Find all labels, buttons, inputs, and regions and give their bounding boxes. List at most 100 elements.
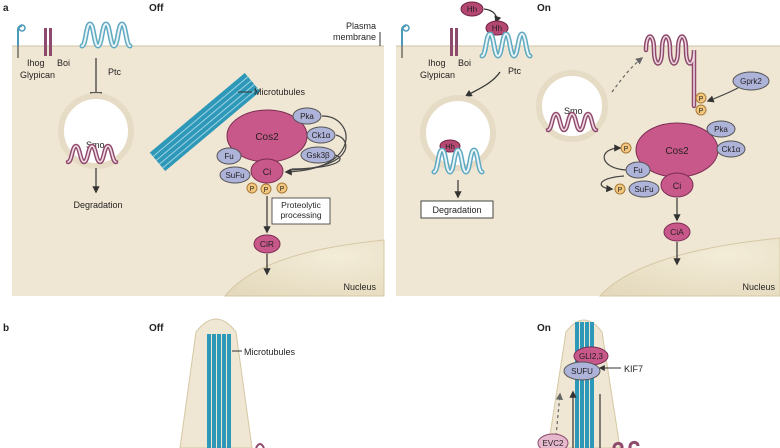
off-pka <box>292 107 322 125</box>
on-pka-label: Pka <box>714 125 728 134</box>
on-sufu-phospho <box>614 183 626 195</box>
on-axoneme-microtubules <box>575 322 594 448</box>
on-ck1 <box>716 140 746 158</box>
on-ci-label: Ci <box>673 181 682 191</box>
on-hh-bound-label: Hh <box>492 24 502 33</box>
off-ci-label: Ci <box>263 167 272 177</box>
on-boi-label: Boi <box>458 58 471 68</box>
kinase-arrow-3 <box>291 154 341 170</box>
off-phospho-1 <box>246 182 258 194</box>
off-nucleus <box>223 239 385 297</box>
on-degradation-box <box>420 200 494 219</box>
on-glypican <box>401 24 410 58</box>
on-nucleus-label: Nucleus <box>742 282 775 292</box>
off-axoneme-microtubules <box>207 334 231 448</box>
on-ihog-label: Ihog <box>428 58 446 68</box>
on-pka <box>706 120 736 138</box>
off-phospho-2-label: P <box>264 187 269 194</box>
off-degradation-label: Degradation <box>73 200 122 210</box>
off-ihog-label: Ihog <box>27 58 45 68</box>
off-cos2-label: Cos2 <box>255 132 279 143</box>
off-phospho-2 <box>260 183 272 195</box>
wrapped-line: membrane <box>333 32 376 42</box>
off-cilium-smo-fragment <box>255 443 265 448</box>
hh-binding-arrow <box>483 8 502 24</box>
off-ck1-label: Ck1α <box>312 131 331 140</box>
on-ptc-label: Ptc <box>508 66 522 76</box>
on-smo-phospho-1-label: P <box>699 96 704 103</box>
off-cir <box>253 234 281 254</box>
on-cos2-phospho-label: P <box>624 146 629 153</box>
on-sufu-phospho-label: P <box>618 187 623 194</box>
on-gli-label: GLI2,3 <box>579 352 604 361</box>
on-fu <box>625 161 651 179</box>
on-extracellular-band <box>396 18 780 46</box>
off-gsk3-label: Gsk3β <box>306 151 330 160</box>
off-ci <box>250 158 284 184</box>
off-sufu-label: SuFu <box>225 171 244 180</box>
off-phospho-1-label: P <box>250 186 255 193</box>
on-hh-ligand-bound <box>485 20 509 36</box>
on-hh-vesicle <box>439 139 461 153</box>
panel-b-on-title: On <box>537 323 551 334</box>
on-ck1-label: Ck1α <box>722 145 741 154</box>
off-fu <box>216 147 242 165</box>
on-ptc-vesicle <box>420 95 496 171</box>
off-sufu <box>219 166 251 184</box>
on-ci <box>660 172 694 198</box>
on-smo-active <box>643 34 697 109</box>
on-smo-vesicle <box>536 70 608 142</box>
off-boi-label: Boi <box>57 58 70 68</box>
on-evc-protein <box>537 433 569 448</box>
on-ihog <box>450 28 458 56</box>
on-fu-label: Fu <box>633 166 642 175</box>
proteolytic-processing-box <box>271 197 331 225</box>
panel-a-label: a <box>3 3 9 14</box>
on-gprk2 <box>732 71 770 91</box>
wrapped-line: processing <box>280 210 321 220</box>
off-ptc-label: Ptc <box>108 67 122 77</box>
on-feedback-arrow-top <box>603 144 627 171</box>
smo-trafficking-arrow <box>611 57 644 93</box>
wrapped-line: Plasma <box>346 21 376 31</box>
on-hh-ligand-free <box>460 1 484 17</box>
panel-a-on-title: On <box>537 3 551 14</box>
on-evc-label: EVC2 <box>543 439 564 448</box>
on-degradation-label: Degradation <box>432 205 481 215</box>
on-hh-vesicle-label: Hh <box>445 142 455 151</box>
panel-a-off-title: Off <box>149 3 164 14</box>
off-pka-label: Pka <box>300 112 314 121</box>
on-sufu-protein <box>563 361 601 381</box>
panel-b-label: b <box>3 323 9 334</box>
on-gprk2-label: Gprk2 <box>740 77 762 86</box>
on-cia <box>663 222 691 242</box>
panel-b-off-title: Off <box>149 323 164 334</box>
ptc-internalisation-arrow <box>464 71 501 97</box>
on-sufu-b-label: SUFU <box>571 367 593 376</box>
on-smo-phospho-2-label: P <box>699 108 704 115</box>
on-kif7-label: KIF7 <box>624 364 643 374</box>
on-feedback-arrow-bottom <box>600 175 625 193</box>
off-microtubule-bundle <box>149 72 261 172</box>
off-cir-label: CiR <box>260 239 274 249</box>
off-nucleus-label: Nucleus <box>343 282 376 292</box>
on-glypican-label: Glypican <box>420 70 455 80</box>
on-cilium-smo <box>612 440 640 448</box>
on-sufu <box>628 180 660 198</box>
off-cilium-microtubules-label: Microtubules <box>244 347 296 357</box>
on-smo-phospho-2 <box>695 104 707 116</box>
off-smo-label: Smo <box>86 140 105 150</box>
off-phospho-3-label: P <box>280 186 285 193</box>
on-smo-label: Smo <box>564 106 583 116</box>
off-fu-label: Fu <box>224 152 233 161</box>
on-hh-free-label: Hh <box>467 5 477 14</box>
wrapped-line: Proteolytic <box>281 200 321 210</box>
off-ck1 <box>306 126 336 144</box>
on-cos2-label: Cos2 <box>665 146 689 157</box>
off-glypican <box>17 24 26 58</box>
